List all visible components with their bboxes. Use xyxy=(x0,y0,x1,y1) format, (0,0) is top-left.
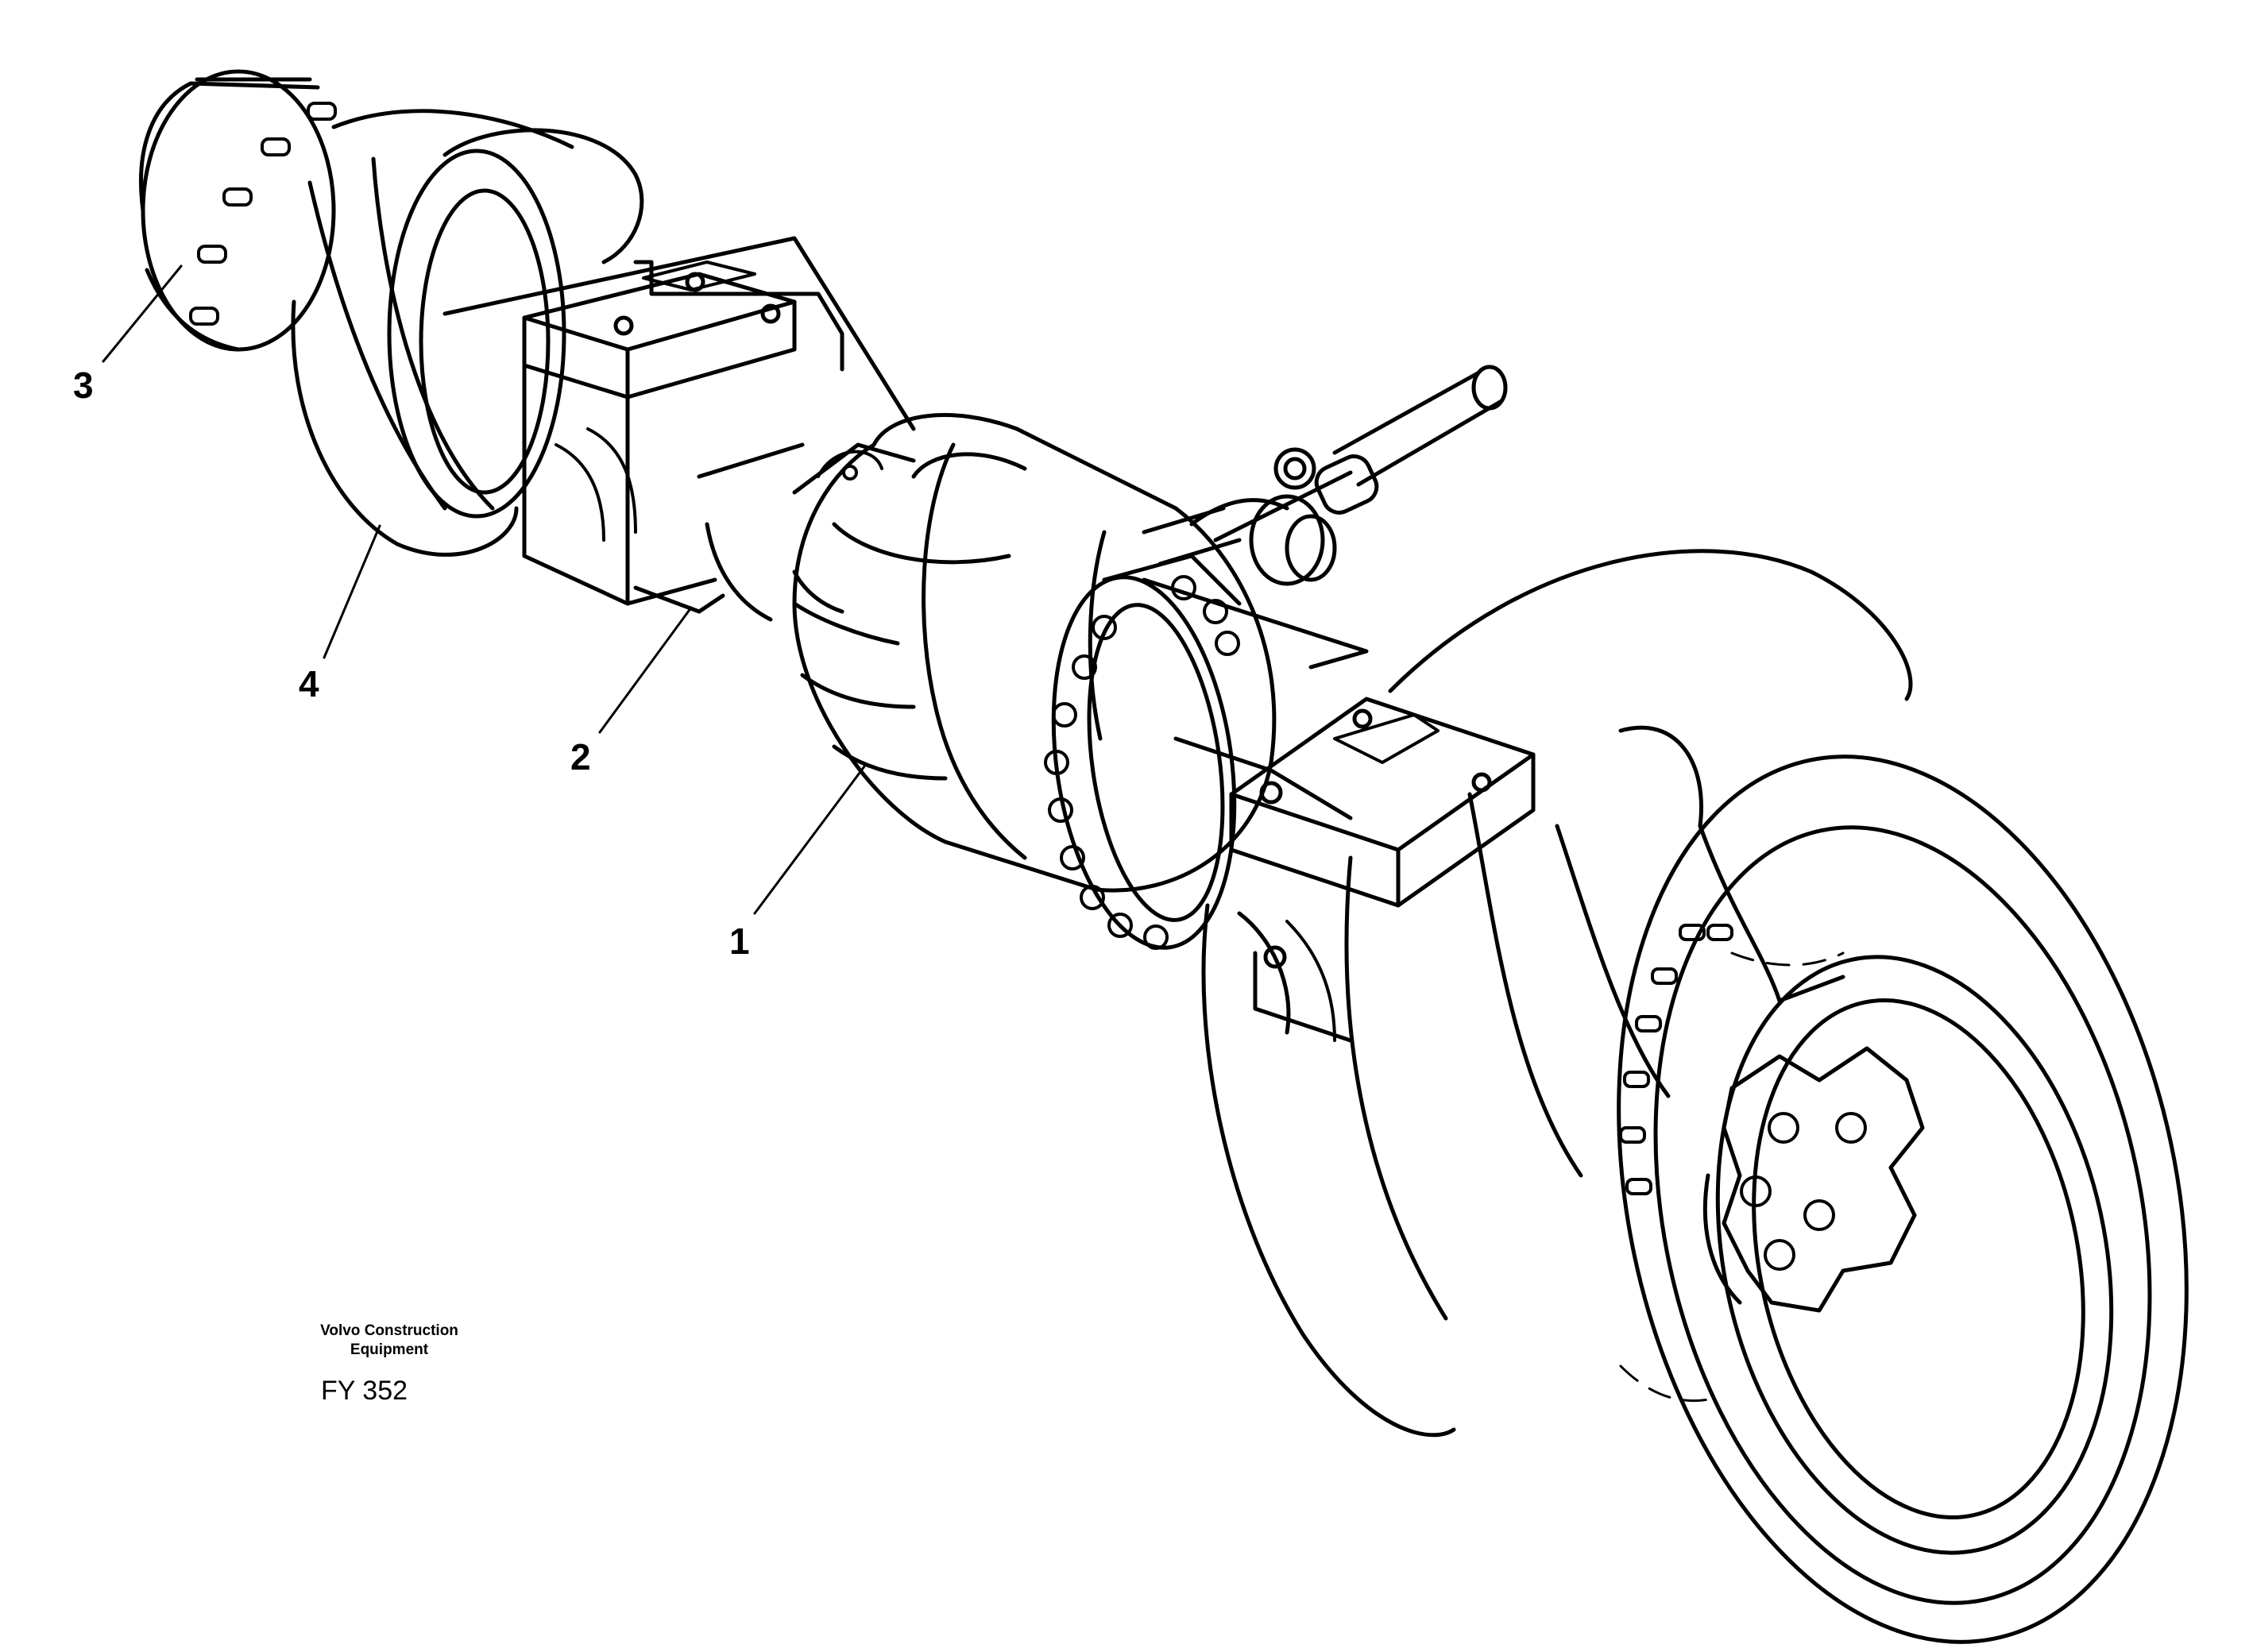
callout-label-3: 3 xyxy=(73,365,94,406)
leader-line-2 xyxy=(598,606,693,734)
wheel-hub-center xyxy=(1702,1046,1925,1313)
brake-drum-part-4 xyxy=(291,109,644,557)
differential-housing-part-1 xyxy=(792,413,1277,893)
callout-label-2: 2 xyxy=(570,736,591,778)
callout-label-1: 1 xyxy=(729,921,750,962)
company-name-line-1: Volvo Construction xyxy=(320,1322,458,1339)
axle-mount-right xyxy=(1229,697,1536,1043)
leader-lines xyxy=(102,264,866,915)
tire-dashed-lines xyxy=(1619,951,1845,1403)
leader-line-4 xyxy=(323,524,381,659)
axle-mount-left xyxy=(522,260,844,614)
callout-label-4: 4 xyxy=(299,663,319,704)
tire-outer xyxy=(1201,549,2189,1644)
hub-studs-left xyxy=(189,102,337,326)
flange-ring xyxy=(1051,554,1242,950)
wheel-studs-right xyxy=(1619,924,1733,1195)
company-name-line-2: Equipment xyxy=(350,1341,429,1358)
tire-inner-wall xyxy=(1467,725,1845,1178)
figure-code: FY 352 xyxy=(321,1376,408,1406)
leader-line-3 xyxy=(102,264,183,363)
leader-line-1 xyxy=(753,765,866,915)
drive-shaft xyxy=(1142,365,1508,586)
flange-bolts xyxy=(1044,575,1240,950)
hub-cap-part-3 xyxy=(139,69,336,352)
